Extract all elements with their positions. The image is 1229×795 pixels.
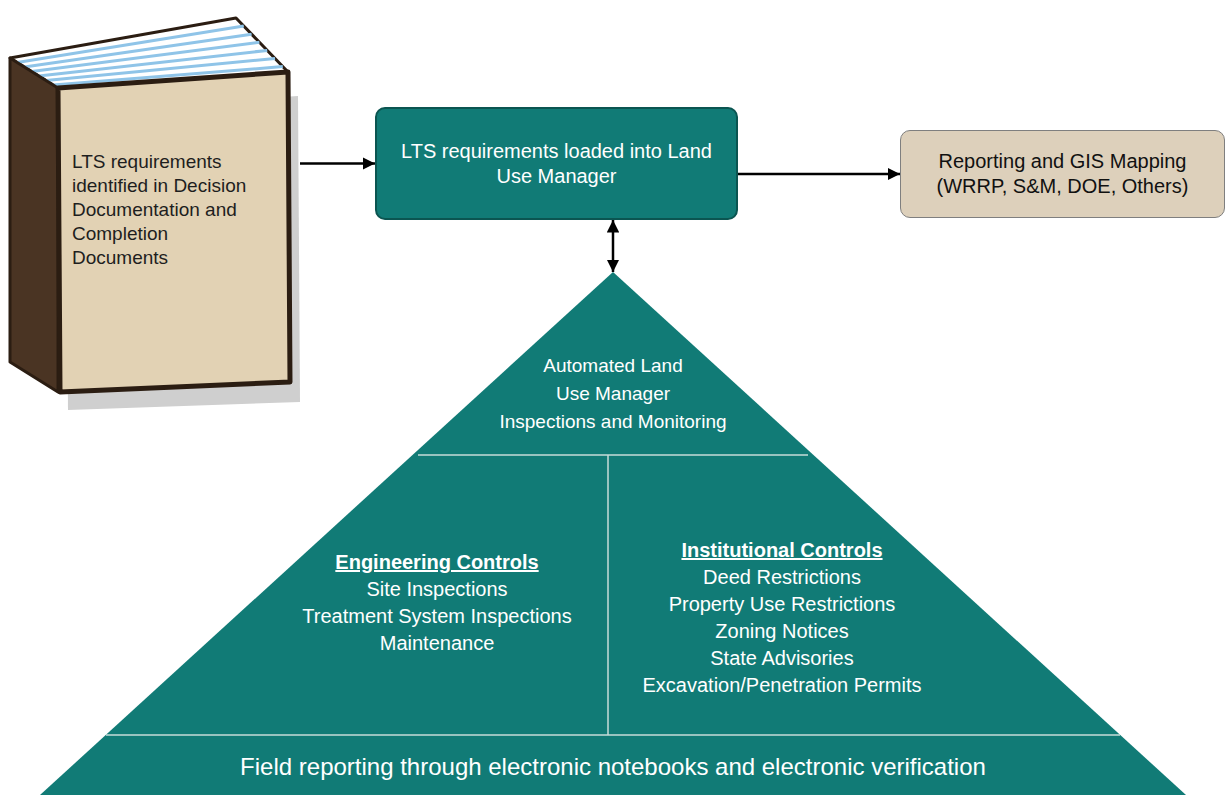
control-item: Excavation/Penetration Permits [612, 672, 952, 699]
control-item: Deed Restrictions [612, 564, 952, 591]
control-item: Zoning Notices [612, 618, 952, 645]
group-heading: Engineering Controls [257, 549, 617, 576]
field-band: Field reporting through electronic noteb… [100, 738, 1126, 795]
page-edge [24, 34, 251, 67]
region-heading: Automated Land Use Manager Inspections a… [403, 286, 823, 436]
control-item: Maintenance [257, 630, 617, 657]
page-edge [32, 42, 260, 71]
control-group: Engineering ControlsSite InspectionsTrea… [257, 549, 617, 657]
wrap-guide [613, 286, 823, 478]
process-box: LTS requirements loaded into Land Use Ma… [375, 107, 738, 220]
connector-arrow [300, 162, 375, 165]
control-item: Treatment System Inspections [257, 603, 617, 630]
pyramid-region: Automated Land Use Manager Inspections a… [40, 272, 1186, 795]
band-label: Field reporting through electronic noteb… [240, 752, 986, 782]
control-item: State Advisories [612, 645, 952, 672]
divider-line [607, 455, 609, 735]
book-spine [10, 58, 58, 392]
document-label: LTS requirements identified in Decision … [72, 150, 267, 270]
book-cover [58, 72, 290, 392]
control-group: Institutional ControlsDeed RestrictionsP… [612, 537, 952, 699]
wrap-guide [403, 286, 613, 478]
output-box: Reporting and GIS Mapping (WRRP, S&M, DO… [900, 130, 1225, 218]
box-label: Reporting and GIS Mapping (WRRP, S&M, DO… [917, 149, 1208, 199]
group-heading: Institutional Controls [612, 537, 952, 564]
pyramid-fill [40, 272, 1186, 795]
control-item: Site Inspections [257, 576, 617, 603]
heading-wrap: Automated Land Use Manager Inspections a… [403, 286, 823, 478]
connector-arrow [612, 220, 615, 272]
pyramid-shape [40, 272, 1186, 795]
control-item: Property Use Restrictions [612, 591, 952, 618]
book-document: LTS requirements identified in Decision … [0, 10, 300, 395]
divider-line [106, 734, 1120, 736]
divider-line [418, 454, 808, 456]
connector-arrow [738, 173, 900, 176]
box-label: LTS requirements loaded into Land Use Ma… [393, 139, 720, 189]
